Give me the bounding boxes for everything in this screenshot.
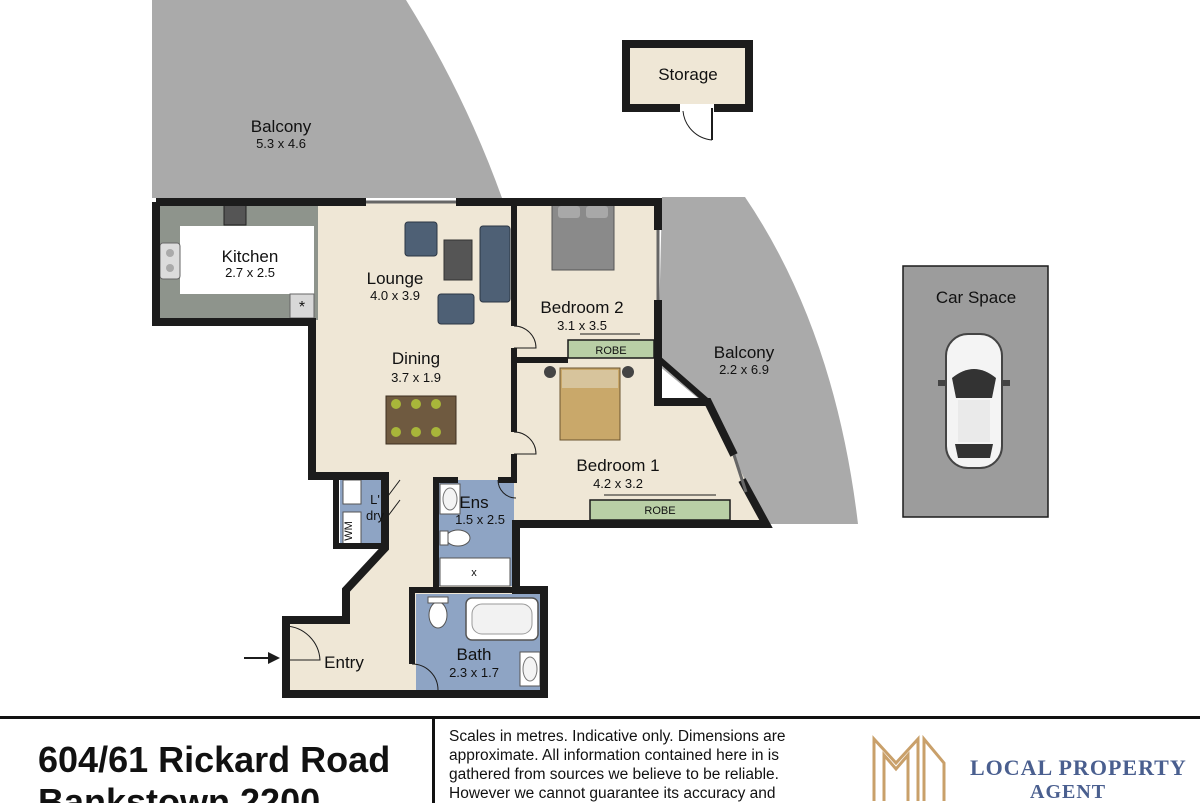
sink-icon <box>159 242 181 280</box>
shower-mark: x <box>471 567 477 579</box>
bedroom2-name: Bedroom 2 <box>540 298 623 317</box>
dining-table-icon <box>385 395 457 445</box>
brand-name-line-2: AGENT <box>1030 781 1107 803</box>
lounge-name: Lounge <box>367 269 424 288</box>
balcony-right-name: Balcony <box>714 343 775 362</box>
balcony-right-dims: 2.2 x 6.9 <box>719 362 769 377</box>
storage-name: Storage <box>658 65 718 84</box>
laundry-tub-icon <box>342 479 362 505</box>
property-address: 604/61 Rickard Road Bankstown 2200 <box>38 739 390 803</box>
disclaimer-text: Scales in metres. Indicative only. Dimen… <box>449 728 786 802</box>
bedroom2-dims: 3.1 x 3.5 <box>557 318 607 333</box>
bedroom1-dims: 4.2 x 3.2 <box>593 476 643 491</box>
stove-icon <box>223 204 247 226</box>
toilet-bath-icon <box>427 596 449 629</box>
balcony-top-area <box>152 0 502 198</box>
lounge-dims: 4.0 x 3.9 <box>370 288 420 303</box>
balcony-top-dims: 5.3 x 4.6 <box>256 136 306 151</box>
robe-arrows <box>580 333 716 496</box>
ensuite-dims: 1.5 x 2.5 <box>455 512 505 527</box>
fridge-icon: * <box>289 293 315 319</box>
address-line-1: 604/61 Rickard Road <box>38 739 391 780</box>
robe-bedroom1-label: ROBE <box>644 505 675 517</box>
car-space-name: Car Space <box>936 288 1016 307</box>
robe-bedroom2-label: ROBE <box>595 345 626 357</box>
apartment-floor <box>156 202 764 692</box>
ensuite-name: Ens <box>459 493 488 512</box>
kitchen-name: Kitchen <box>222 247 279 266</box>
shower-ensuite <box>439 557 511 587</box>
bath-name: Bath <box>457 645 492 664</box>
bathtub-icon <box>465 597 539 641</box>
address-line-2: Bankstown 2200 <box>38 781 321 803</box>
kitchen-floor <box>180 226 314 294</box>
door-swings <box>285 325 537 691</box>
balcony-right-area <box>658 197 858 524</box>
toilet-ensuite-icon <box>439 529 471 547</box>
internal-walls <box>333 202 710 664</box>
bath-dims: 2.3 x 1.7 <box>449 665 499 680</box>
basin-ensuite-icon <box>439 483 461 515</box>
dining-name: Dining <box>392 349 440 368</box>
footer: 604/61 Rickard Road Bankstown 2200 Scale… <box>0 716 1200 803</box>
sliding-door-bedroom1 <box>732 454 748 493</box>
brand-logo-icon <box>872 734 946 801</box>
floor-plan: * <box>152 0 1049 698</box>
car-icon <box>938 333 1010 469</box>
kitchen-dims: 2.7 x 2.5 <box>225 265 275 280</box>
entry-name: Entry <box>324 653 364 672</box>
svg-text:*: * <box>299 299 305 316</box>
entry-arrow-icon <box>244 652 280 664</box>
dining-dims: 3.7 x 1.9 <box>391 370 441 385</box>
walls <box>152 198 773 698</box>
sofa-icon <box>404 221 511 325</box>
storage-door <box>680 104 714 141</box>
bed-bedroom1-icon <box>544 366 634 441</box>
basin-bath-icon <box>519 651 541 687</box>
bedroom1-name: Bedroom 1 <box>576 456 659 475</box>
brand-name-line-1: LOCAL PROPERTY <box>970 755 1187 780</box>
balcony-top-name: Balcony <box>251 117 312 136</box>
footer-divider <box>432 719 435 803</box>
washing-machine-label: WM <box>343 521 355 541</box>
laundry-name-1: L' <box>370 492 380 507</box>
bed-bedroom2-icon <box>551 203 615 271</box>
laundry-name-2: dry <box>366 508 385 523</box>
